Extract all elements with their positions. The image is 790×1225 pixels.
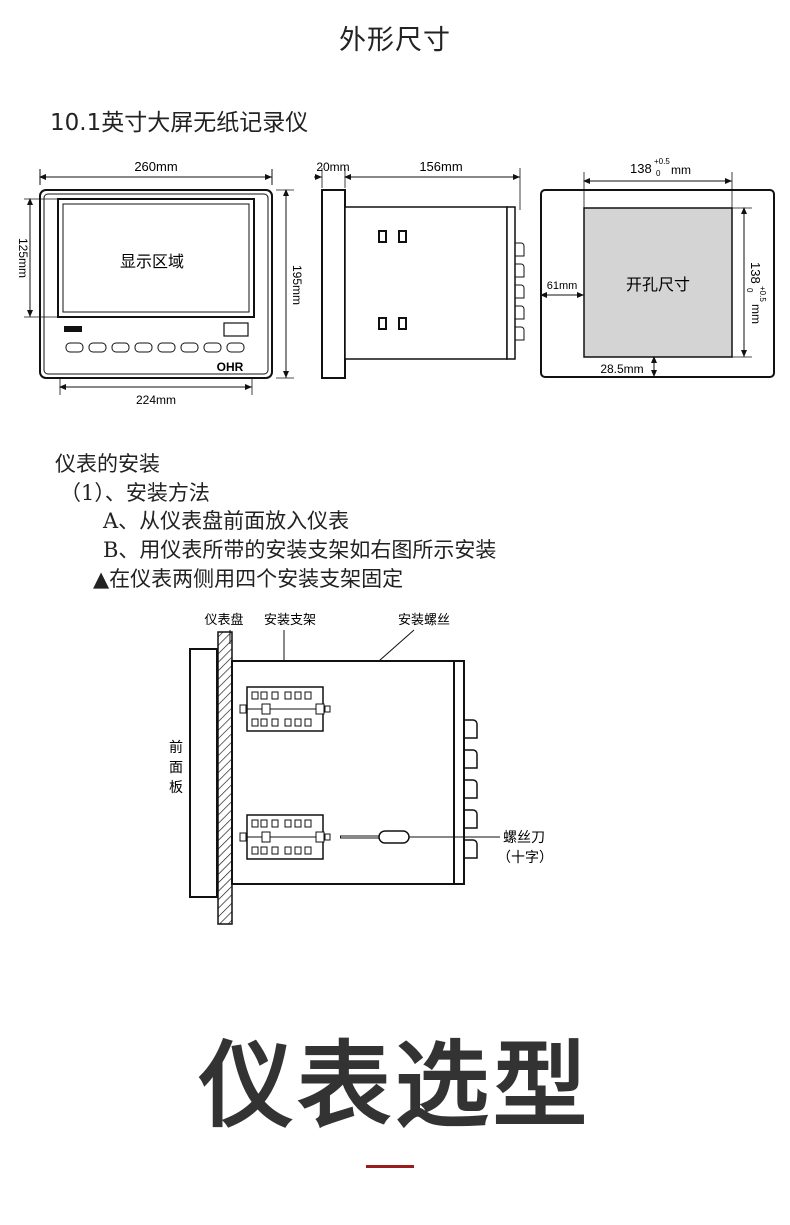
battery-icon — [223, 322, 249, 337]
display-area-label: 显示区域 — [120, 253, 184, 271]
body-depth-label: 156mm — [419, 159, 462, 174]
bracket-label: 安装支架 — [264, 612, 316, 627]
side-bracket-slots — [378, 230, 407, 330]
svg-text:138: 138 — [748, 262, 763, 284]
front-panel-plate — [189, 648, 218, 898]
screwdriver-label: 螺丝刀 — [503, 829, 545, 845]
screwdriver-icon — [340, 830, 500, 844]
model-heading: 10.1英寸大屏无纸记录仪 — [50, 110, 309, 136]
mounting-screw-icon — [315, 703, 325, 715]
title-underline — [366, 1165, 414, 1168]
svg-text:+0.5: +0.5 — [654, 157, 670, 166]
svg-text:板: 板 — [169, 779, 183, 795]
left-margin-label: 61mm — [547, 280, 578, 292]
mounting-panel — [217, 631, 233, 925]
svg-text:0: 0 — [656, 169, 661, 178]
screw-label: 安装螺丝 — [398, 612, 450, 627]
svg-text:0: 0 — [745, 288, 754, 293]
cutout-height-label: 138 +0.5 0 mm — [745, 262, 767, 324]
front-panel-label: 前 面 板 — [169, 739, 183, 795]
rear-terminals — [464, 719, 478, 859]
front-view: 260mm 显示区域 OHR 125mm 195mm 224mm — [16, 159, 304, 407]
meter-front-body — [39, 189, 273, 379]
bezel-depth-label: 20mm — [316, 160, 349, 174]
side-view: 20mm 156mm — [314, 159, 525, 379]
cutout-view: 开孔尺寸 138 +0.5 0 mm 138 +0.5 0 mm 61mm 28… — [540, 157, 775, 378]
side-bezel — [321, 189, 346, 379]
installation-step-b: B、用仪表所带的安装支架如右图所示安装 — [103, 538, 497, 562]
svg-text:前: 前 — [169, 739, 183, 755]
cutout-label: 开孔尺寸 — [626, 276, 690, 294]
bottom-margin-label: 28.5mm — [600, 362, 643, 376]
svg-text:面: 面 — [169, 759, 183, 775]
display-height-label: 125mm — [16, 238, 30, 278]
screwdriver-type-label: （十字） — [497, 849, 553, 865]
installation-heading: 仪表的安装 — [55, 452, 160, 476]
front-height-label: 195mm — [290, 265, 304, 305]
svg-text:mm: mm — [671, 163, 691, 177]
svg-text:+0.5: +0.5 — [758, 286, 767, 302]
brand-logo: OHR — [217, 360, 244, 374]
side-body — [344, 206, 508, 360]
upper-bracket — [239, 686, 331, 732]
front-width-label: 260mm — [134, 159, 177, 174]
installation-method: （1）、安装方法 — [60, 481, 210, 505]
panel-cutout — [583, 207, 733, 358]
display-area — [57, 198, 255, 318]
svg-text:138: 138 — [630, 161, 652, 176]
front-keypad — [65, 342, 245, 353]
selection-title: 仪表选型 — [198, 1032, 591, 1141]
dimension-drawings: 260mm 显示区域 OHR 125mm 195mm 224mm — [16, 157, 775, 407]
display-width-label: 224mm — [136, 393, 176, 407]
installation-step-a: A、从仪表盘前面放入仪表 — [103, 509, 350, 533]
lower-bracket — [239, 814, 331, 860]
cutout-width-label: 138 +0.5 0 mm — [630, 157, 691, 178]
usb-port-icon — [64, 326, 82, 332]
installation-note: ▲在仪表两侧用四个安装支架固定 — [93, 567, 404, 591]
installation-diagram: 仪表盘 安装支架 安装螺丝 — [169, 612, 553, 925]
panel-label: 仪表盘 — [204, 612, 243, 627]
side-terminals — [515, 242, 525, 341]
svg-text:mm: mm — [749, 304, 763, 324]
page-title: 外形尺寸 — [339, 25, 451, 56]
